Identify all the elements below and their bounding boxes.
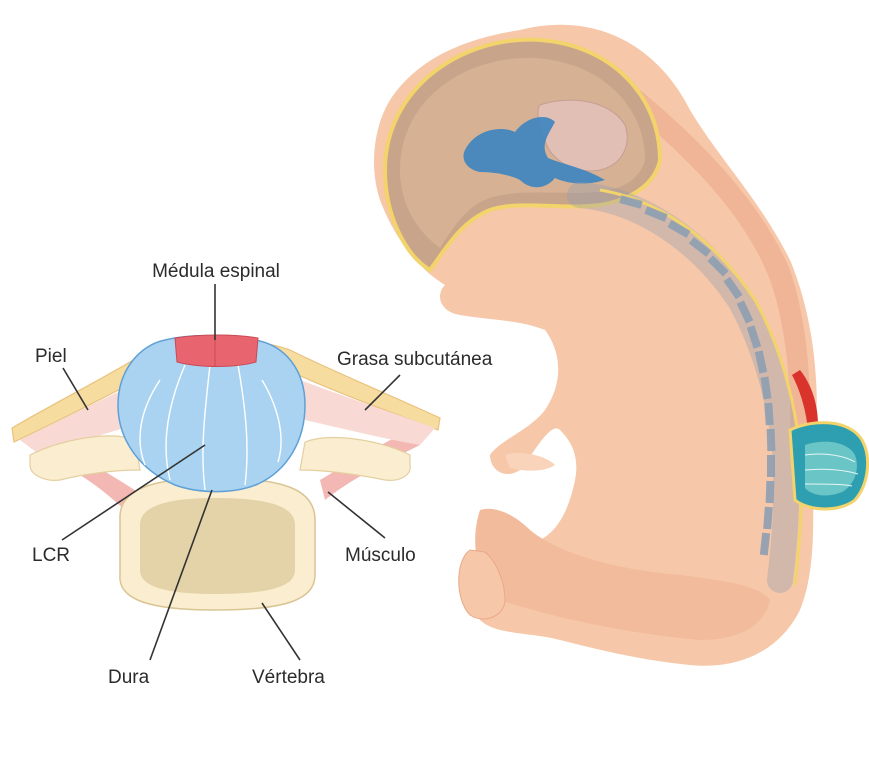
vertebral-body-inner <box>140 498 295 594</box>
label-vertebra: Vértebra <box>252 667 325 688</box>
infant-hand <box>505 453 555 471</box>
leader-vertebra <box>262 603 300 660</box>
label-spinal-cord: Médula espinal <box>152 261 280 282</box>
leader-muscle <box>328 492 385 538</box>
label-skin: Piel <box>35 346 67 367</box>
spinal-cross-section <box>12 335 440 610</box>
label-subcutaneous-fat: Grasa subcutánea <box>337 349 493 370</box>
label-muscle: Músculo <box>345 545 416 566</box>
infant-illustration <box>374 25 868 666</box>
label-csf: LCR <box>32 545 70 566</box>
label-dura: Dura <box>108 667 150 688</box>
spinal-cord-placode <box>175 335 258 367</box>
